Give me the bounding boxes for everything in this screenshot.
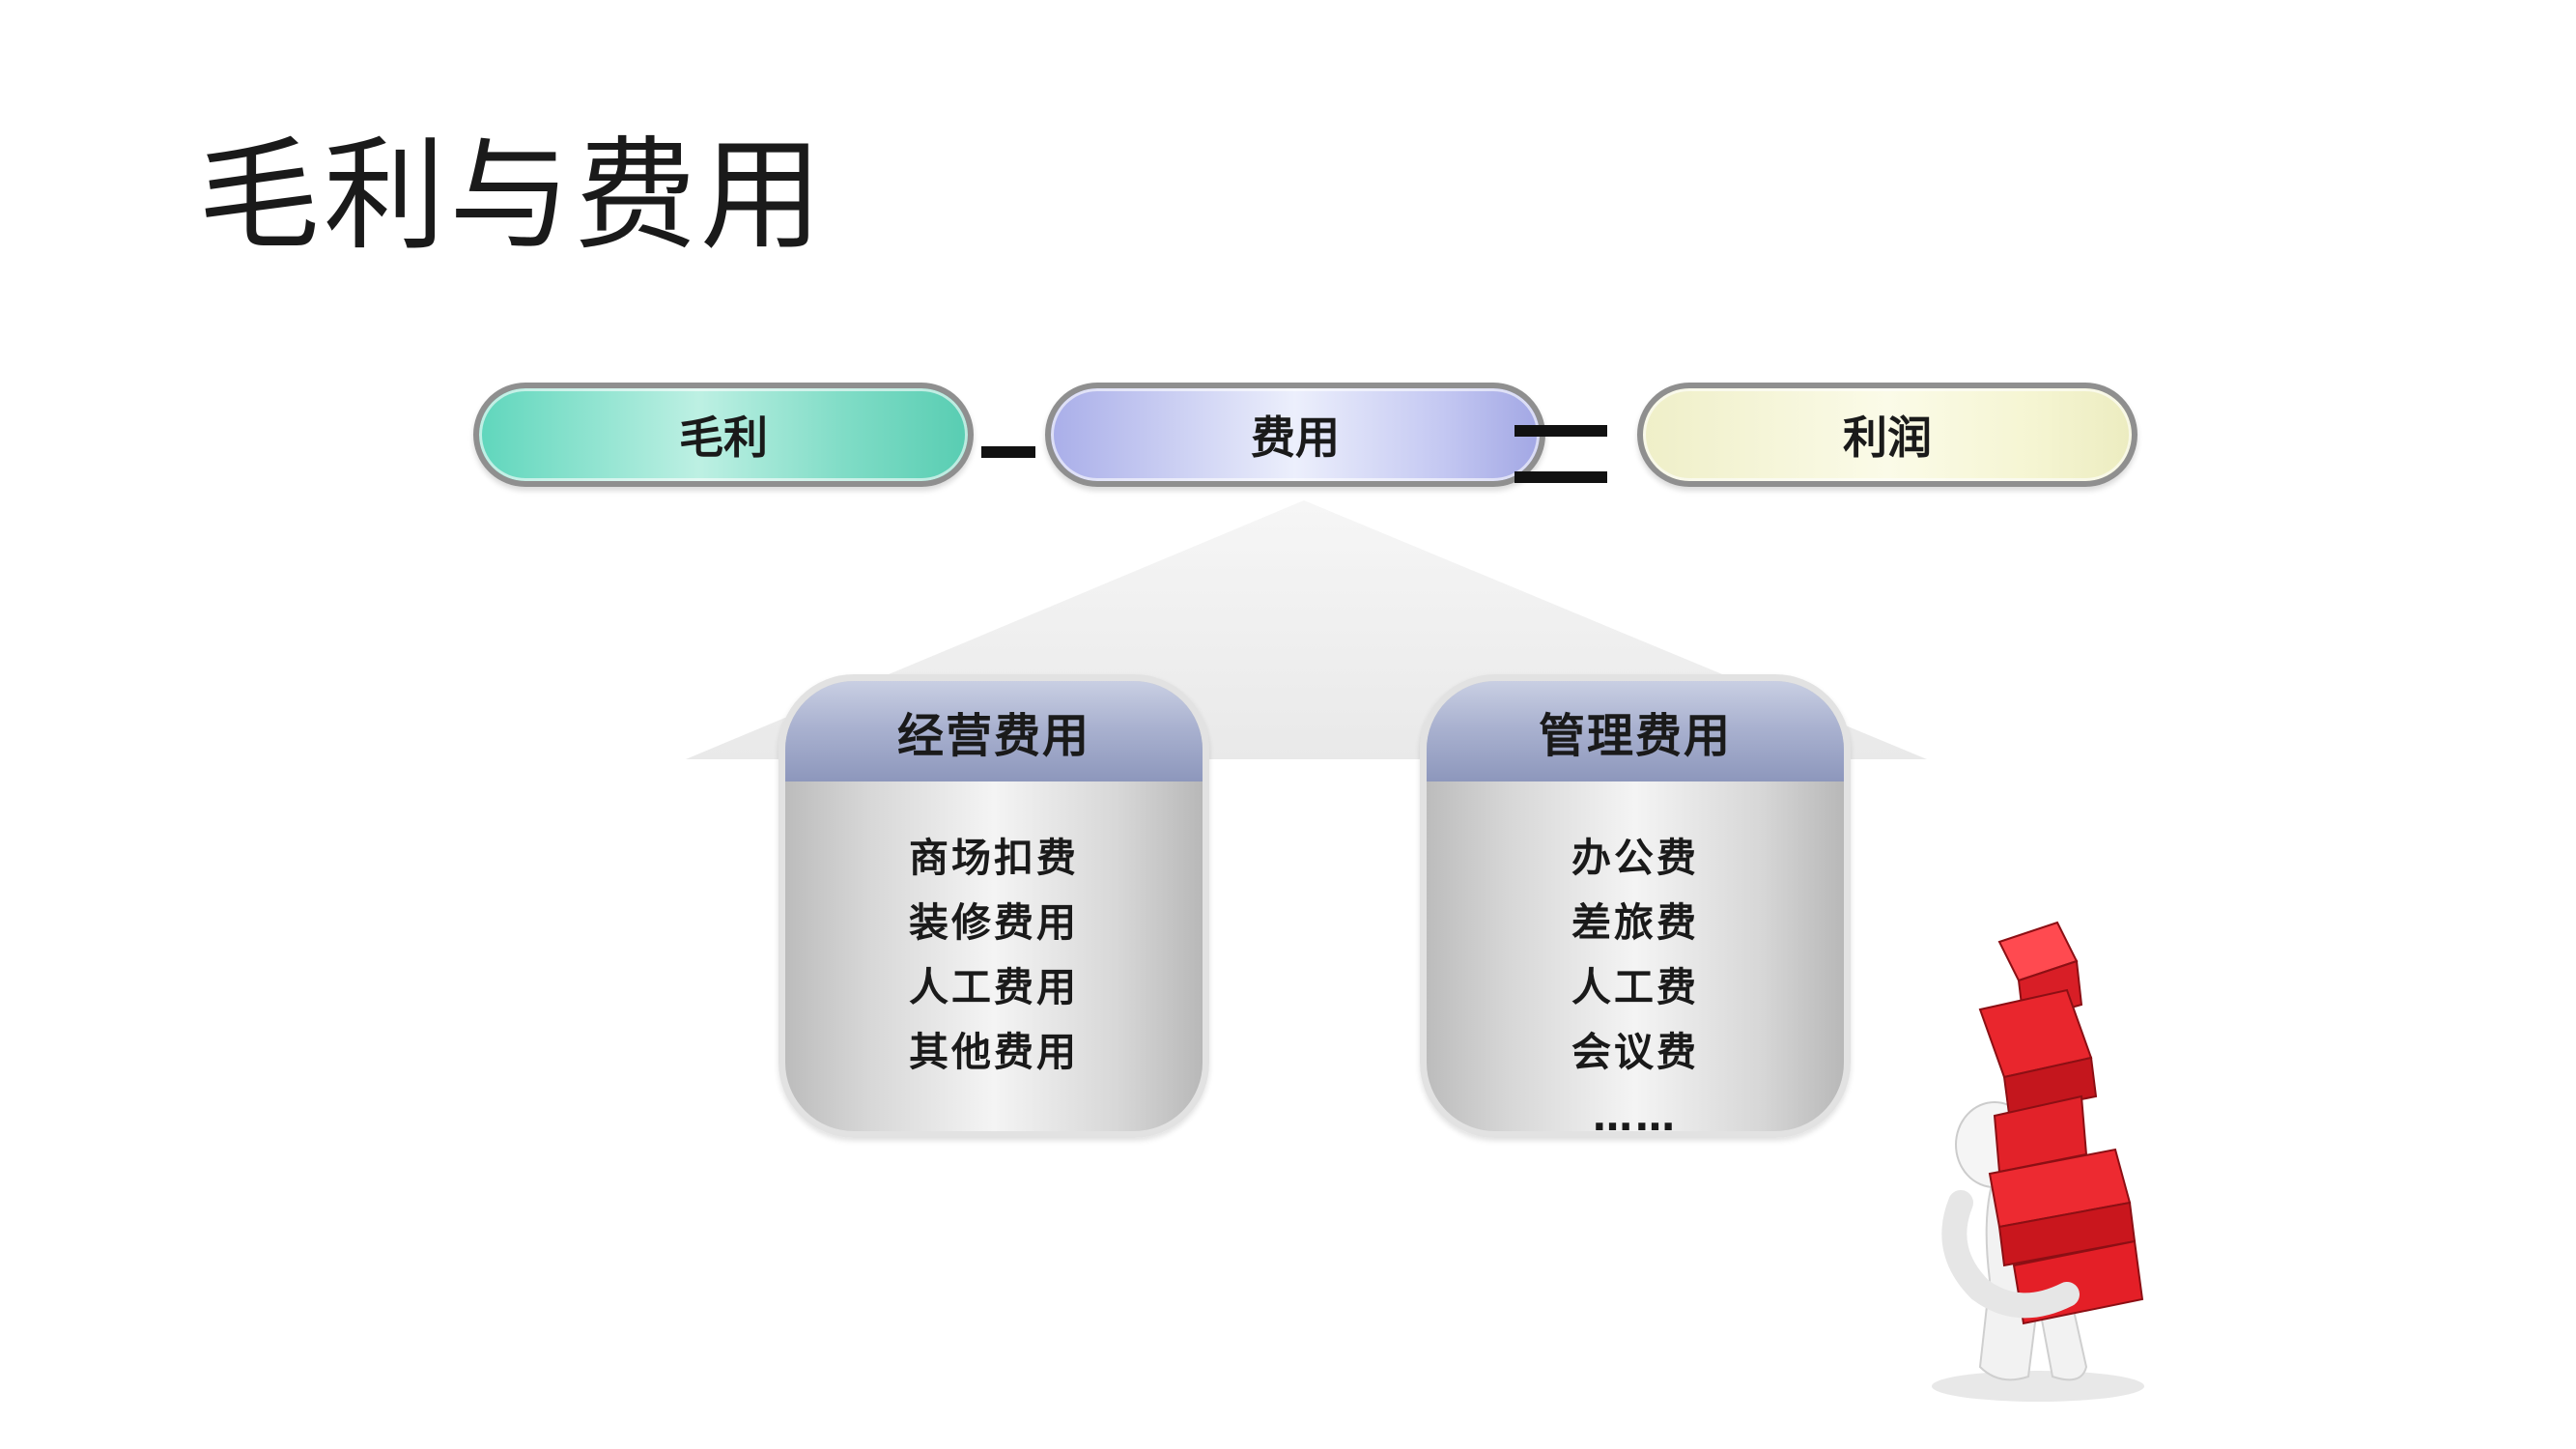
minus-sign xyxy=(981,446,1035,458)
person-carrying-boxes-icon xyxy=(1932,921,2144,1402)
profit-pill: 利润 xyxy=(1637,383,2137,487)
list-item: 会议费 xyxy=(1571,1029,1699,1075)
list-item: 人工费用 xyxy=(909,964,1079,1010)
gross-profit-pill: 毛利 xyxy=(473,383,974,487)
list-item: 商场扣费 xyxy=(909,835,1079,881)
list-item: …… xyxy=(1593,1094,1678,1138)
card-heading: 管理费用 xyxy=(1427,681,1844,781)
expense-pill: 费用 xyxy=(1045,383,1545,487)
card-heading: 经营费用 xyxy=(785,681,1203,781)
list-item: 装修费用 xyxy=(909,899,1079,946)
management-expense-card: 管理费用 办公费 差旅费 人工费 会议费 …… xyxy=(1420,674,1851,1138)
page-title: 毛利与费用 xyxy=(198,125,826,267)
operating-expense-card: 经营费用 商场扣费 装修费用 人工费用 其他费用 xyxy=(778,674,1209,1138)
list-item: 其他费用 xyxy=(909,1029,1079,1075)
equals-sign-bottom xyxy=(1514,471,1607,483)
list-item: 人工费 xyxy=(1571,964,1699,1010)
list-item: 差旅费 xyxy=(1571,899,1699,946)
equals-sign-top xyxy=(1514,425,1607,437)
list-item: 办公费 xyxy=(1571,835,1699,881)
